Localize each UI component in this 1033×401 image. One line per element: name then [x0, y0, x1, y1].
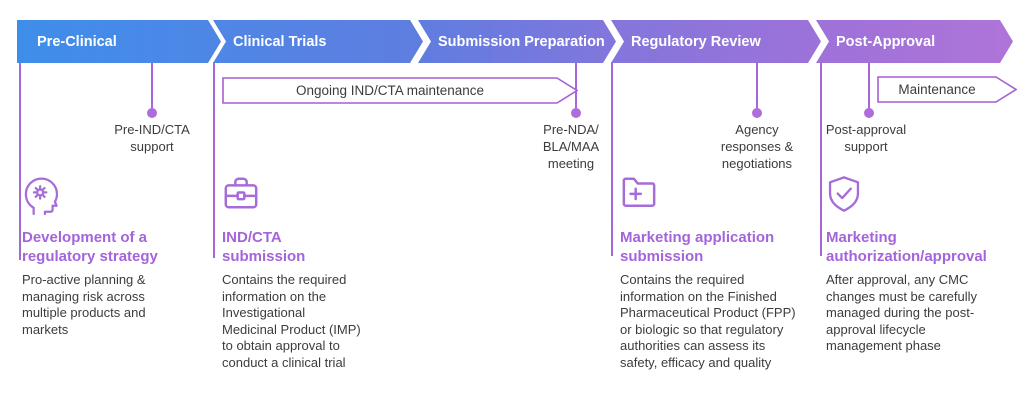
- section-body: Contains the required information on the…: [222, 272, 361, 370]
- banner-label: Ongoing IND/CTA maintenance: [295, 83, 485, 98]
- phase-label: Submission Preparation: [438, 33, 605, 50]
- phase-label: Pre-Clinical: [37, 33, 117, 50]
- maintenance-banner: Maintenance: [877, 76, 1017, 103]
- section-body: Contains the required information on the…: [620, 272, 796, 370]
- milestone-stem-line: [151, 62, 153, 111]
- milestone-dot: [147, 108, 157, 118]
- banner-arrow-outline: [877, 76, 1017, 103]
- milestone-dot: [864, 108, 874, 118]
- ongoing-maintenance-banner: Ongoing IND/CTA maintenance: [222, 77, 578, 104]
- section-marketing-authorization-approval: Marketing authorization/approval After a…: [826, 174, 1016, 355]
- section-body: After approval, any CMC changes must be …: [826, 272, 978, 353]
- milestone-dot: [571, 108, 581, 118]
- briefcase-icon: [222, 174, 390, 216]
- column-divider-line: [213, 62, 215, 258]
- section-marketing-application-submission: Marketing application submission Contain…: [620, 174, 820, 371]
- milestone-stem-line: [575, 62, 577, 111]
- section-title: Marketing authorization/approval: [826, 229, 987, 265]
- column-divider-line: [19, 62, 21, 260]
- section-regulatory-strategy: Development of a regulatory strategy Pro…: [22, 174, 194, 338]
- milestone-label-pre-ind-cta-support: Pre-IND/CTA support: [114, 122, 190, 154]
- milestone-stem-line: [756, 62, 758, 111]
- phase-label: Clinical Trials: [233, 33, 327, 50]
- folder-plus-icon: [620, 174, 820, 216]
- phase-label: Post-Approval: [836, 33, 936, 50]
- head-gear-icon: [22, 174, 194, 216]
- milestone-dot: [752, 108, 762, 118]
- milestone-label-pre-nda-bla-maa-meeting: Pre-NDA/ BLA/MAA meeting: [542, 122, 600, 171]
- phase-chevron-post-approval: Post-Approval: [816, 20, 1013, 63]
- section-title: Marketing application submission: [620, 229, 775, 265]
- column-divider-line: [611, 62, 613, 256]
- shield-check-icon: [826, 174, 1016, 216]
- section-title: IND/CTA submission: [222, 229, 306, 265]
- phase-chevron-regulatory-review: Regulatory Review: [611, 20, 821, 63]
- milestone-stem-line: [868, 62, 870, 111]
- section-body: Pro-active planning & managing risk acro…: [22, 272, 146, 337]
- milestone-label-agency-responses: Agency responses & negotiations: [720, 122, 794, 171]
- banner-label: Maintenance: [898, 82, 976, 97]
- section-ind-cta-submission: IND/CTA submission Contains the required…: [222, 174, 390, 371]
- section-title: Development of a regulatory strategy: [22, 229, 158, 265]
- column-divider-line: [820, 62, 822, 256]
- phase-chevron-submission-preparation: Submission Preparation: [418, 20, 616, 63]
- phase-chevron-pre-clinical: Pre-Clinical: [17, 20, 221, 63]
- phase-chevron-clinical-trials: Clinical Trials: [213, 20, 423, 63]
- phase-label: Regulatory Review: [631, 33, 761, 50]
- milestone-label-post-approval-support: Post-approval support: [825, 122, 907, 154]
- banner-arrow-outline: [222, 77, 578, 104]
